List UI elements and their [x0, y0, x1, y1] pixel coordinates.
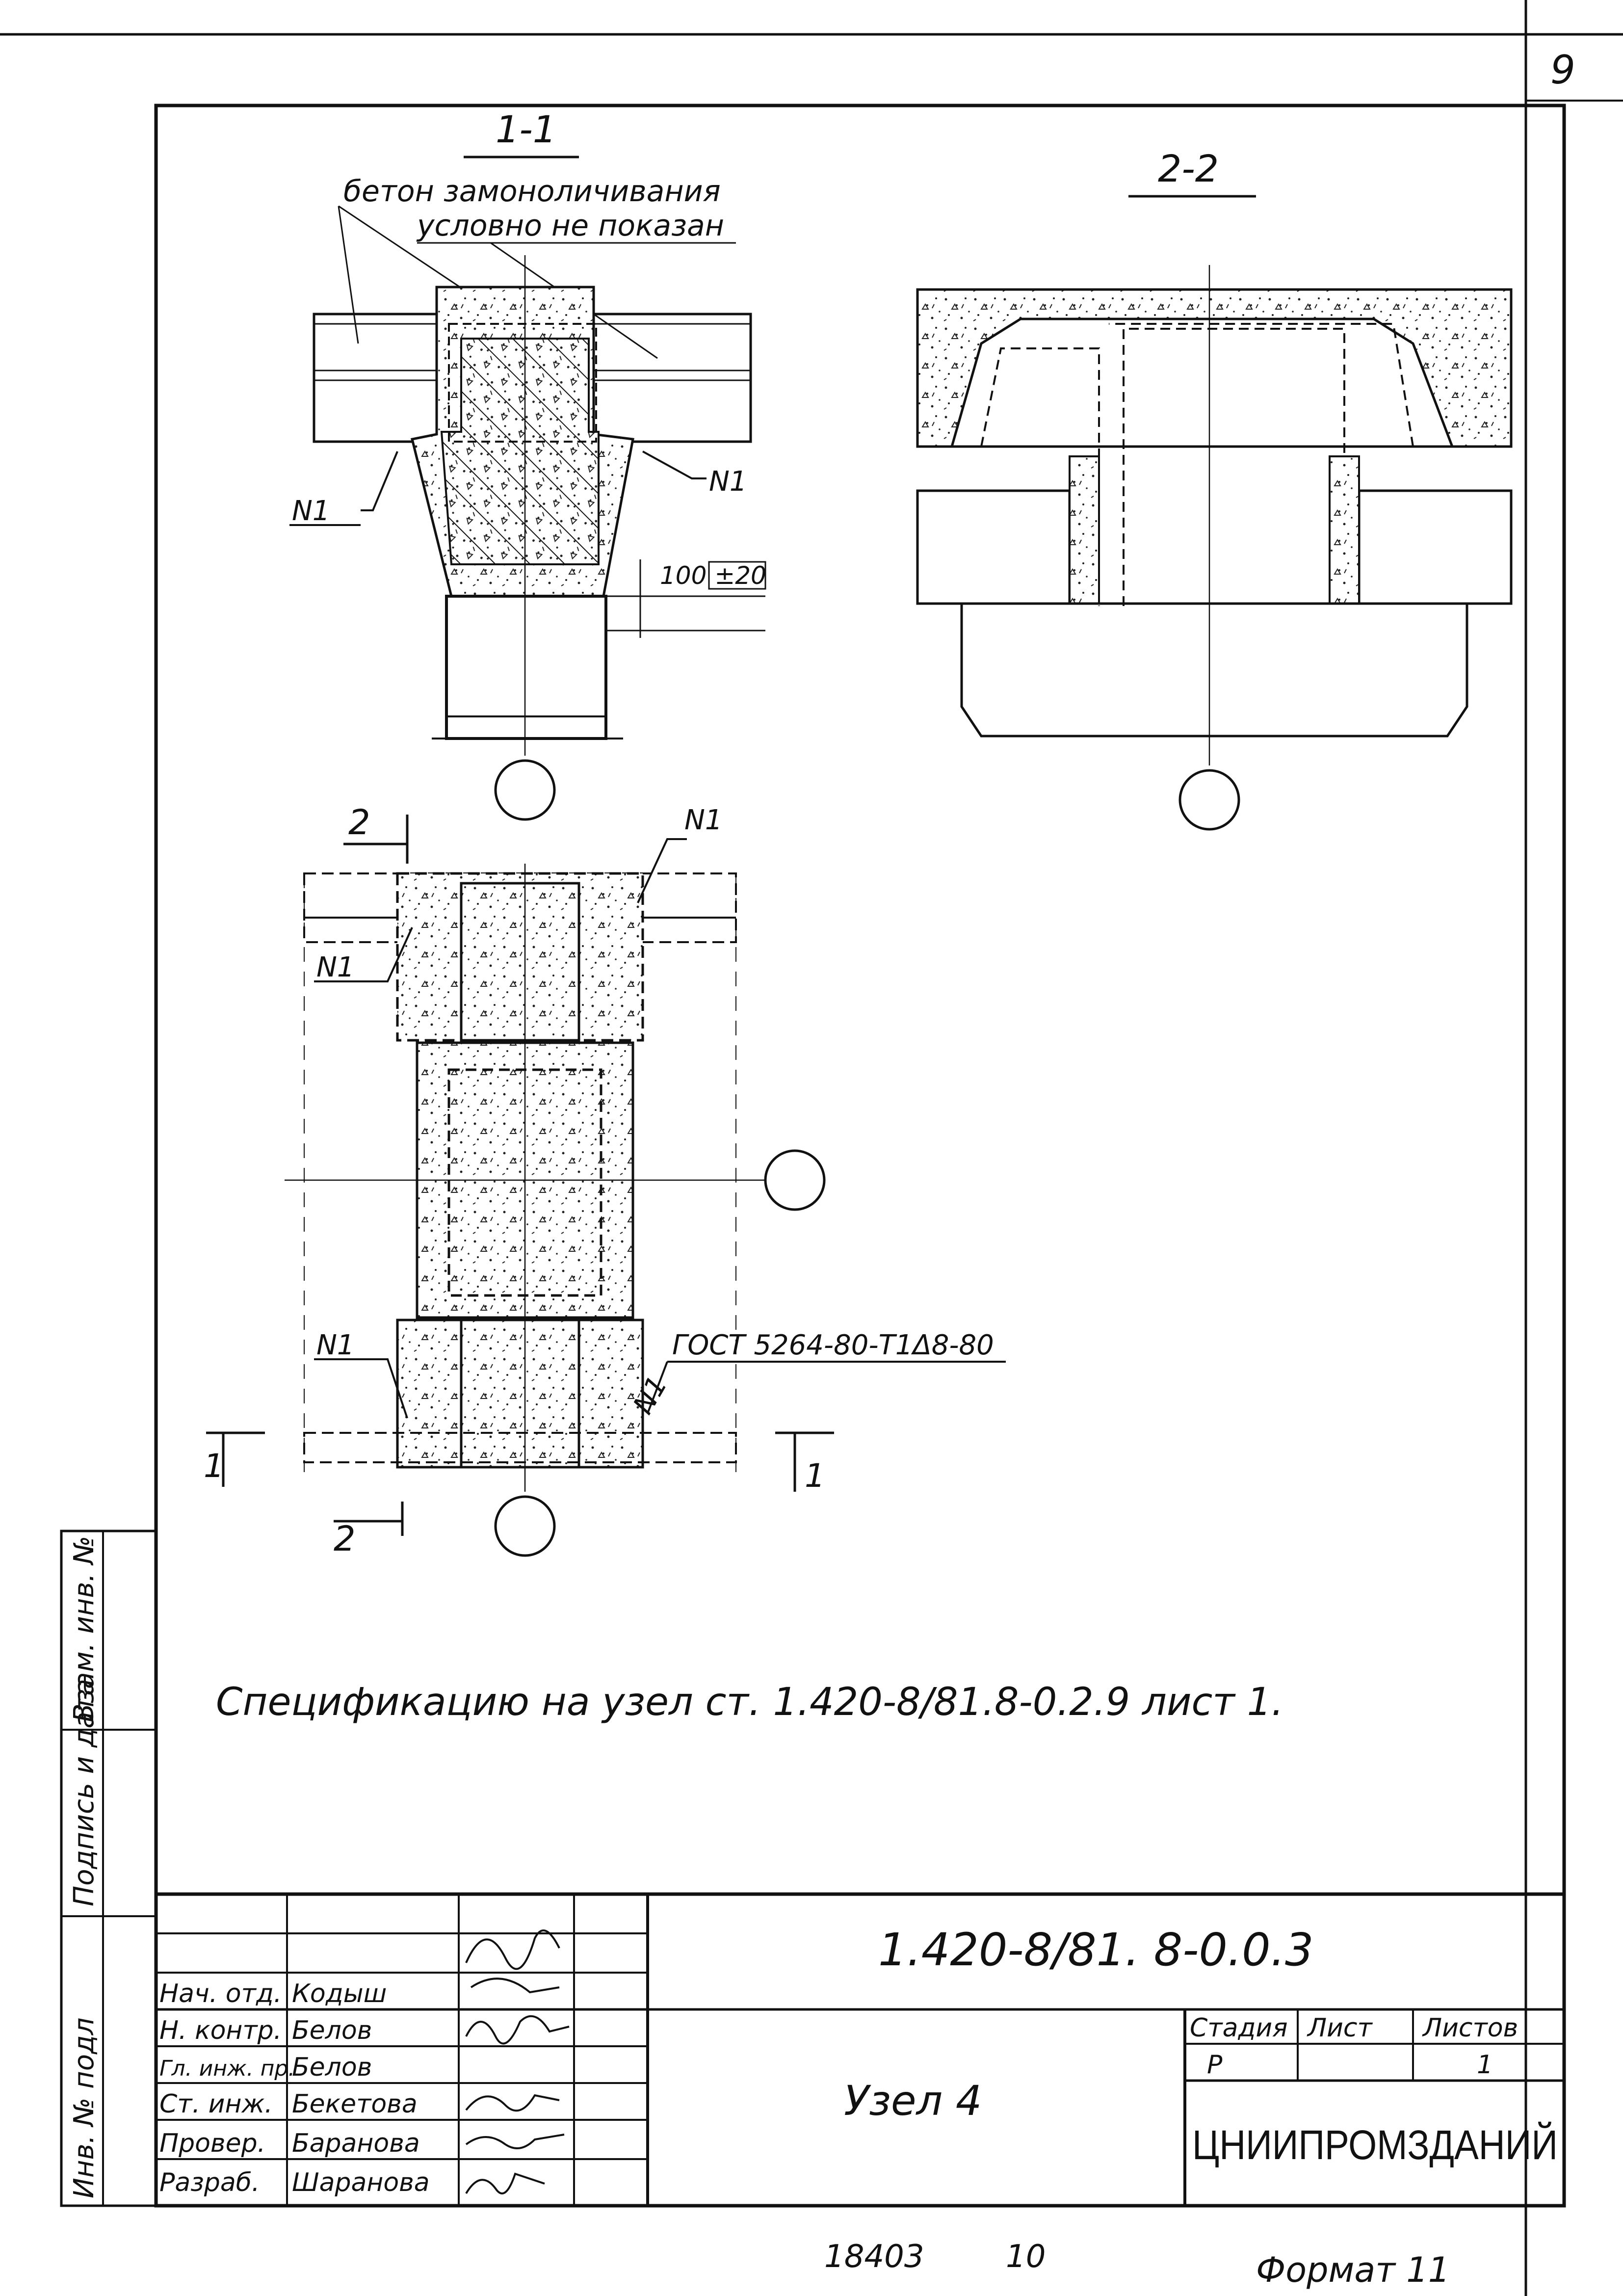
plan-cut-1-left: 1: [204, 1447, 224, 1485]
sheets-label: Листов: [1422, 2013, 1518, 2043]
drawing-name: Узел 4: [844, 2077, 982, 2125]
drawing-frame: [154, 104, 1566, 2208]
role-4: Провер.: [159, 2129, 265, 2158]
section-1-1: 1-1 бетон замоноличивания условно не пок…: [289, 107, 766, 821]
spec-note: Спецификацию на узел ст. 1.420-8/81.8-0.…: [216, 1680, 1283, 1724]
stamp-inv-label: Инв. № подл: [68, 2017, 100, 2198]
plan-cut-2-bottom: 2: [334, 1519, 356, 1559]
sheets-value: 1: [1477, 2050, 1493, 2080]
signatures: [465, 1929, 570, 2194]
role-3: Ст. инж.: [159, 2089, 273, 2119]
footer-copy: 10: [1006, 2239, 1046, 2275]
plan-gost: ГОСТ 5264-80-Т1Δ8-80: [672, 1329, 994, 1361]
stamp-replace-label: Взам. инв. №: [68, 1536, 100, 1722]
person-5: Шаранова: [292, 2168, 430, 2197]
section-1-1-title: 1-1: [496, 107, 556, 151]
role-0: Нач. отд.: [159, 1979, 282, 2008]
person-1: Белов: [292, 2016, 372, 2045]
org-name: ЦНИИПРОМЗДАНИЙ: [1192, 2122, 1558, 2168]
plan-mark-left: N1: [316, 951, 355, 983]
person-3: Бекетова: [292, 2089, 418, 2119]
axis-marker-2: [1178, 769, 1240, 831]
section-1-1-mark-left: N1: [292, 495, 330, 527]
stamp-sign-label: Подпись и дата: [68, 1679, 100, 1906]
plan-mark-bottom-left: N1: [316, 1329, 355, 1361]
footer-format: Формат 11: [1256, 2250, 1450, 2290]
person-2: Белов: [292, 2053, 372, 2082]
section-1-1-note-2: условно не показан: [416, 209, 724, 243]
section-2-2-title: 2-2: [1158, 147, 1219, 190]
role-5: Разраб.: [159, 2168, 260, 2197]
plan-view: 2 N1 N1 N1 N1 ГОСТ 5264-80-Т1Δ8-80: [204, 802, 1006, 1559]
section-1-1-mark-right: N1: [709, 466, 747, 498]
stage-label: Стадия: [1190, 2013, 1288, 2043]
role-2: Гл. инж. пр.: [159, 2056, 295, 2081]
axis-marker-1: [494, 759, 556, 821]
footer-number: 18403: [824, 2239, 924, 2275]
person-4: Баранова: [292, 2129, 420, 2158]
plan-mark-top-right: N1: [684, 804, 723, 836]
plan-cut-2-top: 2: [348, 802, 370, 843]
role-1: Н. контр.: [159, 2016, 282, 2045]
sheet-label: Лист: [1307, 2013, 1373, 2043]
plan-cut-1-right: 1: [805, 1457, 825, 1495]
title-block: [156, 1892, 1564, 2206]
stage-value: Р: [1207, 2050, 1223, 2080]
page-number: 9: [1550, 47, 1575, 93]
axis-marker-4: [494, 1495, 556, 1557]
section-2-2: 2-2: [916, 147, 1513, 831]
doc-code: 1.420-8/81. 8-0.0.3: [878, 1924, 1313, 1976]
section-1-1-dimension: 100 ±20: [660, 561, 766, 590]
section-1-1-note-1: бетон замоноличивания: [343, 174, 721, 209]
person-0: Кодыш: [292, 1979, 387, 2008]
axis-marker-3: [764, 1149, 826, 1211]
